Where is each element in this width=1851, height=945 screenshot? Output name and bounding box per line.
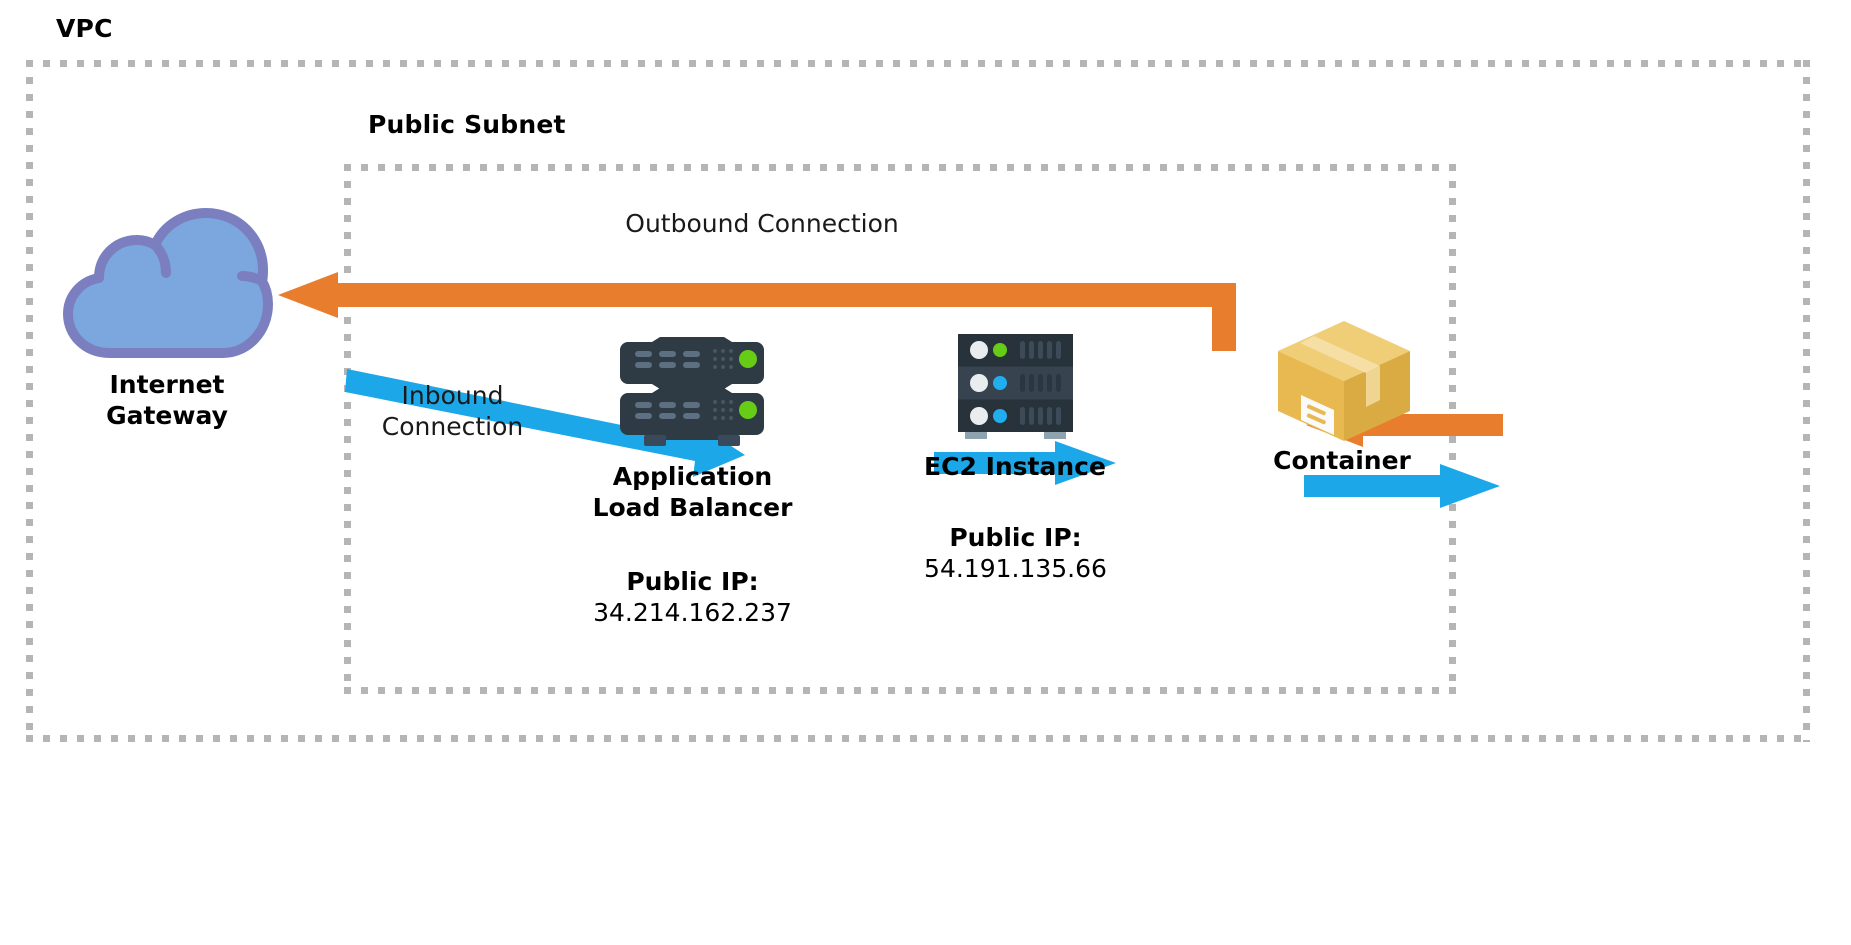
subnet-border-right (1449, 164, 1456, 694)
subnet-border-top (344, 164, 1456, 171)
load-balancer-icon (618, 336, 766, 448)
vpc-border-left (26, 60, 33, 742)
internet-gateway-label: Internet Gateway (106, 370, 228, 430)
inbound-connection-label: Inbound Connection (381, 381, 524, 442)
application-load-balancer-label: Application Load Balancer (592, 462, 793, 522)
cloud-icon (58, 208, 276, 358)
alb-public-ip-title: Public IP: (626, 567, 759, 596)
vpc-border-top (26, 60, 1810, 67)
subnet-border-bottom (344, 687, 1456, 694)
ec2-instance-label: EC2 Instance (924, 452, 1106, 481)
container-box-icon (1274, 318, 1414, 444)
ec2-instance-public-ip: Public IP: 54.191.135.66 (898, 522, 1133, 585)
alb-public-ip-value: 34.214.162.237 (593, 598, 792, 628)
vpc-label: VPC (56, 14, 113, 43)
application-load-balancer-public-ip: Public IP: 34.214.162.237 (565, 566, 820, 629)
vpc-border-bottom (26, 735, 1810, 742)
ec2-public-ip-title: Public IP: (949, 523, 1082, 552)
ec2-server-icon (953, 330, 1078, 446)
public-subnet-label: Public Subnet (368, 110, 566, 139)
vpc-boundary (26, 60, 1810, 742)
outbound-connection-label: Outbound Connection (625, 209, 899, 238)
vpc-border-right (1803, 60, 1810, 742)
ec2-public-ip-value: 54.191.135.66 (924, 554, 1107, 584)
container-label: Container (1273, 446, 1411, 475)
